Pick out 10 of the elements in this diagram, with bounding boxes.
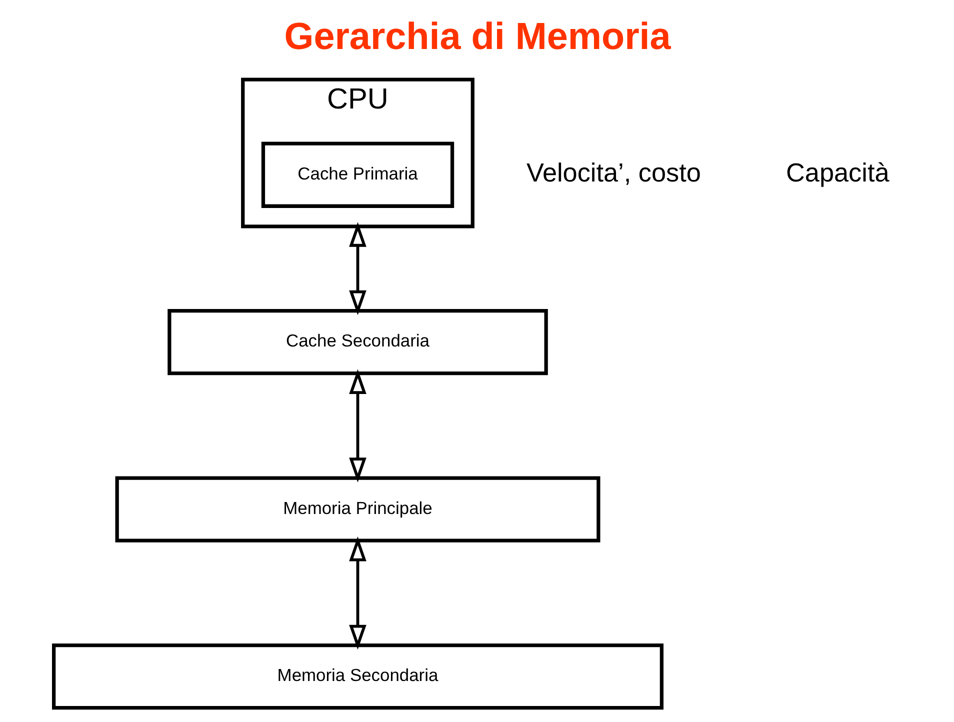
arrow (349, 536, 366, 650)
label: Velocita’, costo (526, 157, 701, 188)
arrow (349, 222, 366, 316)
node-box: Cache Secondaria (168, 309, 548, 376)
arrow (349, 369, 366, 482)
label: Capacità (786, 157, 890, 188)
node-box: Memoria Secondaria (52, 643, 664, 710)
diagram-title: Gerarchia di Memoria (284, 16, 671, 58)
node-box: Cache Primaria (261, 142, 454, 208)
node-box: Memoria Principale (115, 476, 600, 542)
